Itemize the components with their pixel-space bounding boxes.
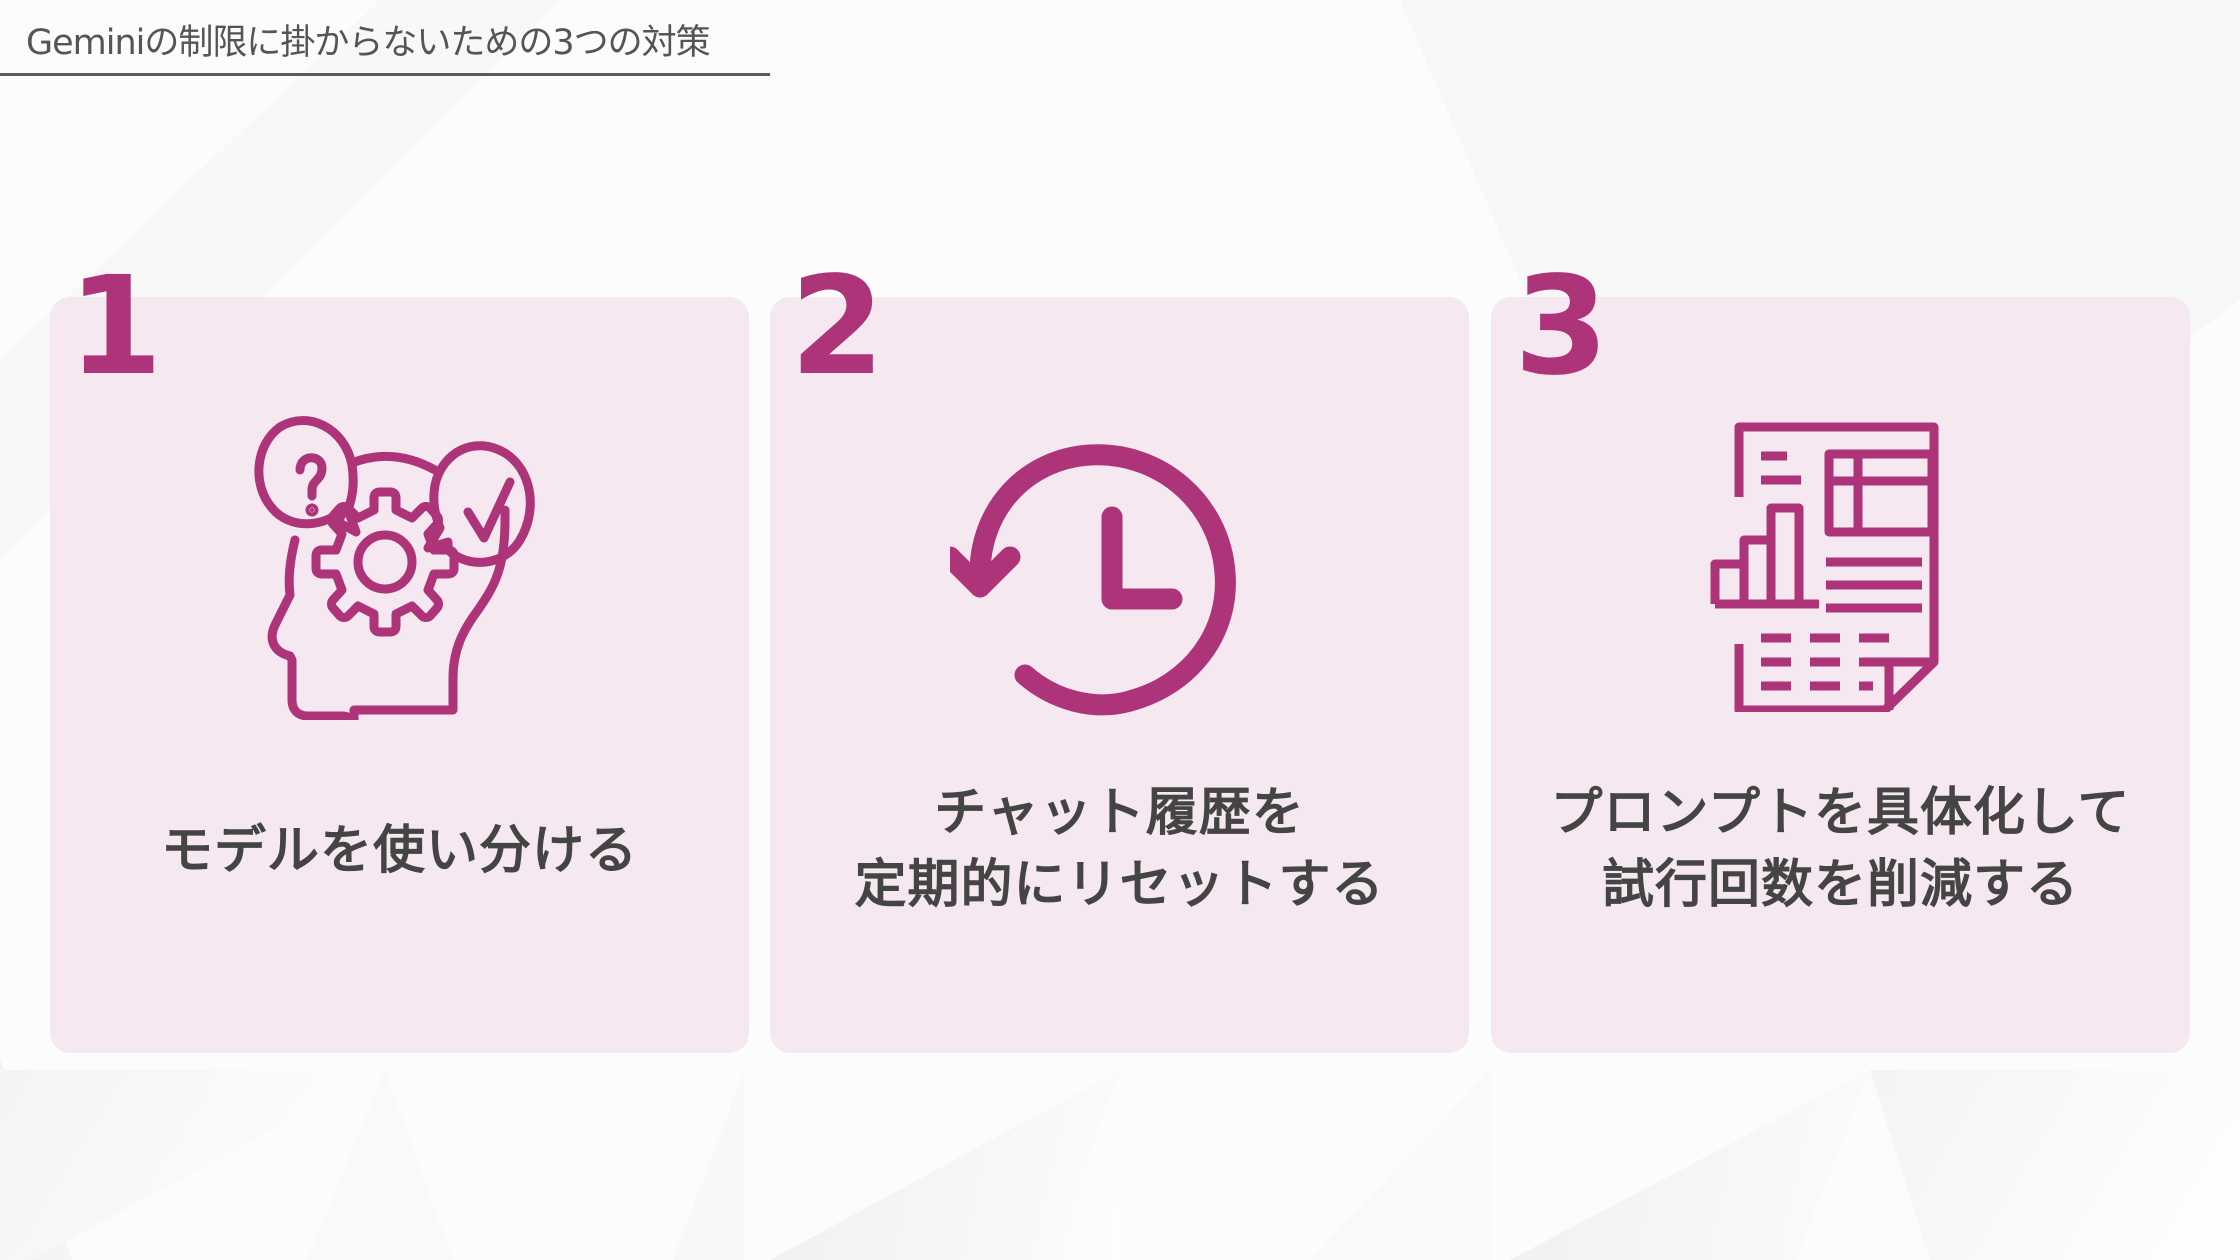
card-number-2: 2	[790, 248, 885, 406]
page-title: Geminiの制限に掛からないための3つの対策	[26, 23, 711, 63]
card-number-1: 1	[68, 248, 163, 406]
card-specific-prompts: プロンプトを具体化して 試行回数を削減する	[1491, 297, 2190, 1053]
card-label: チャット履歴を 定期的にリセットする	[854, 783, 1385, 915]
head-gear-question-check-icon	[254, 416, 535, 720]
report-document-icon	[1710, 422, 1939, 712]
card-label: プロンプトを具体化して 試行回数を削減する	[1550, 783, 2131, 915]
card-reset-history: チャット履歴を 定期的にリセットする	[770, 297, 1469, 1053]
card-model-switching: モデルを使い分ける	[50, 297, 749, 1053]
card-label: モデルを使い分ける	[160, 821, 638, 881]
card-number-3: 3	[1514, 248, 1609, 406]
clock-history-icon	[950, 444, 1236, 716]
page-header: Geminiの制限に掛からないための3つの対策	[0, 0, 770, 76]
